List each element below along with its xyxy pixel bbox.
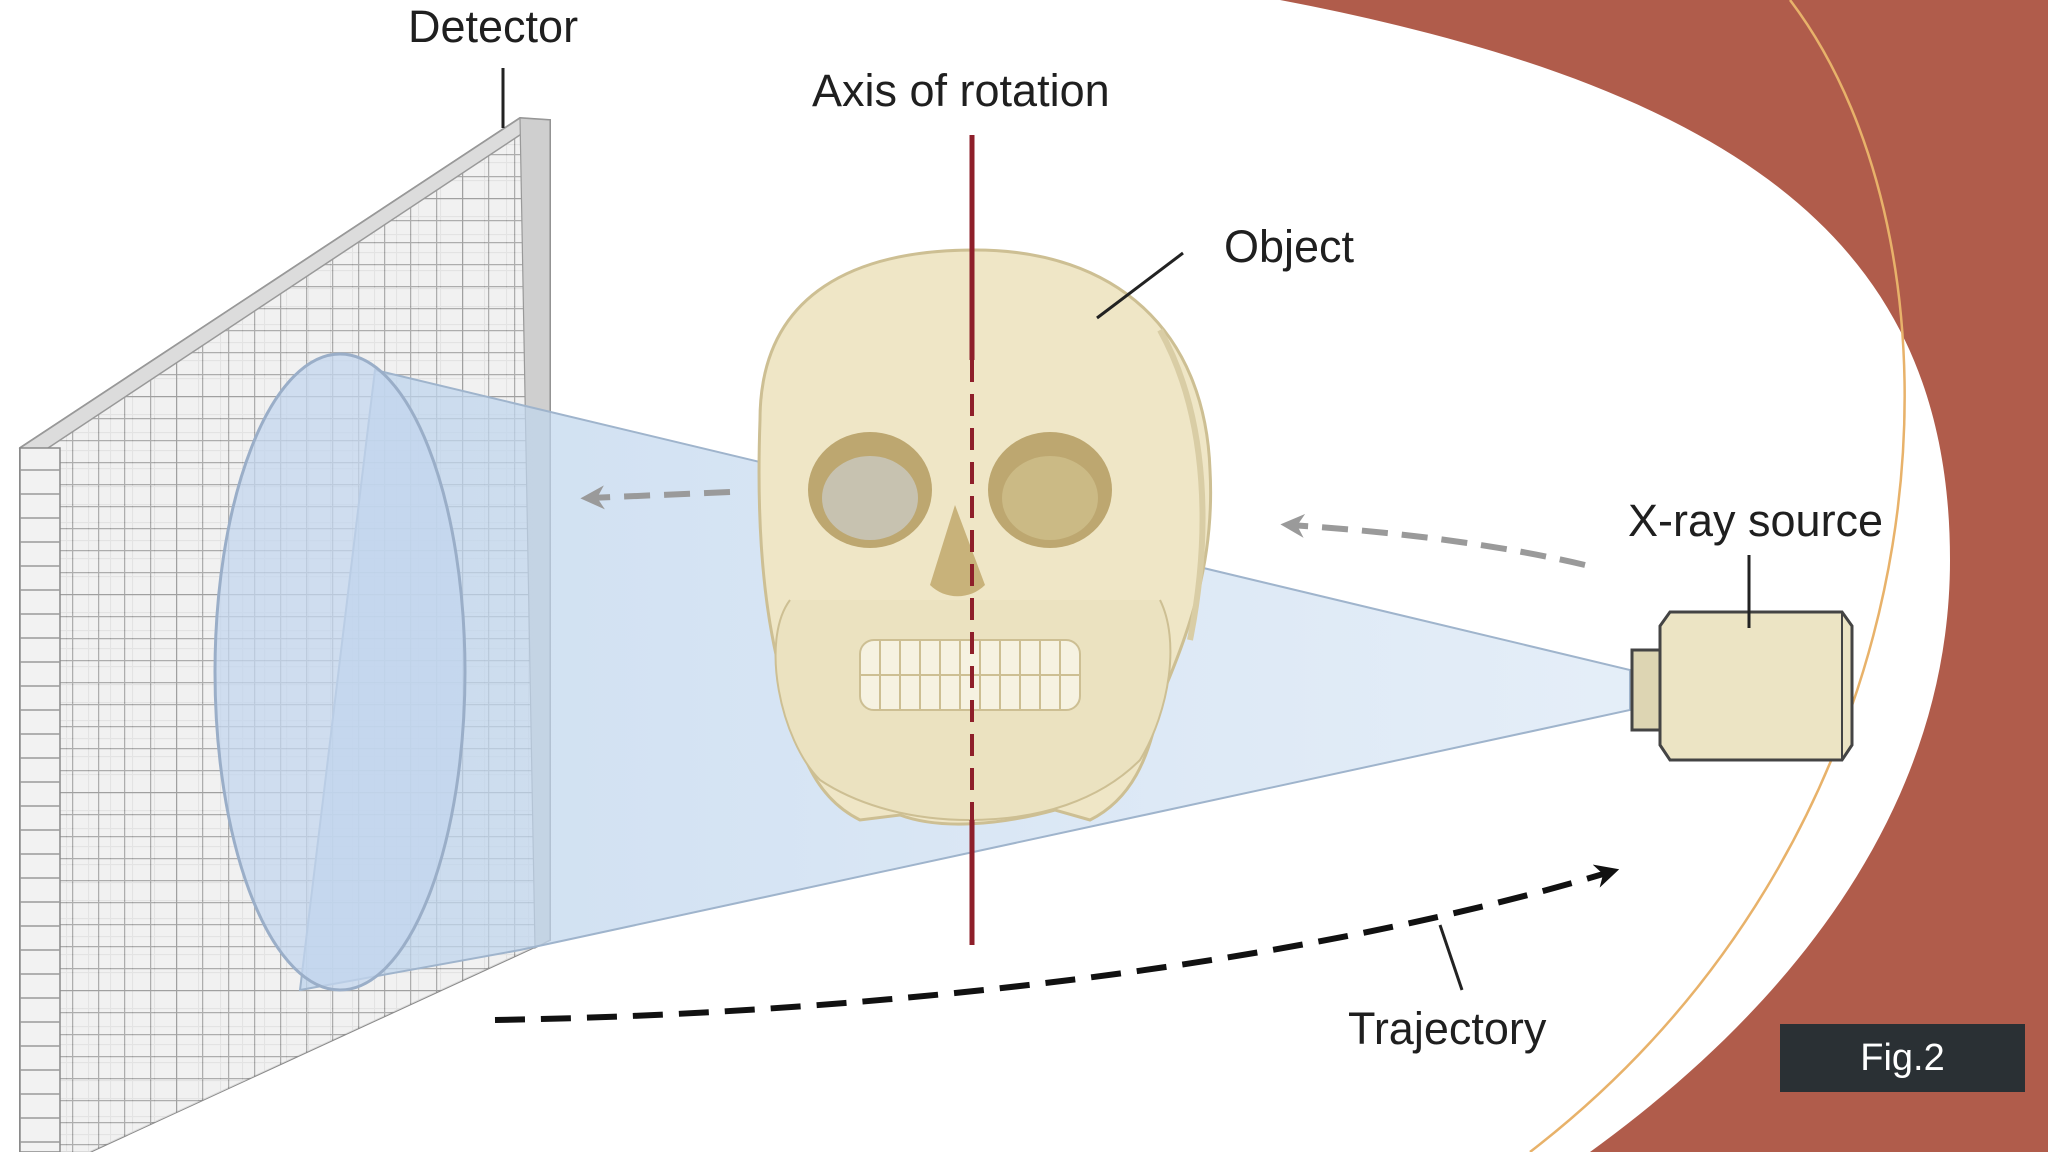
object-label: Object [1224, 221, 1355, 272]
xray-source [1630, 610, 1854, 762]
projection-arrow [580, 485, 731, 510]
trajectory-arrow [494, 864, 1620, 1023]
detector-projection [213, 352, 467, 992]
xray-source-label: X-ray source [1628, 495, 1883, 546]
trajectory-leader [1438, 924, 1464, 991]
object-leader [1096, 251, 1184, 320]
source-rotation-arrow [1280, 513, 1586, 568]
figure-label: Fig.2 [1780, 1024, 2025, 1092]
skull-object [757, 248, 1213, 826]
accent-curve-line [1529, 0, 1906, 1152]
accent-panel [1280, 0, 2048, 1152]
axis-label: Axis of rotation [812, 65, 1110, 116]
detector-label: Detector [408, 1, 578, 52]
trajectory-label: Trajectory [1348, 1003, 1547, 1054]
